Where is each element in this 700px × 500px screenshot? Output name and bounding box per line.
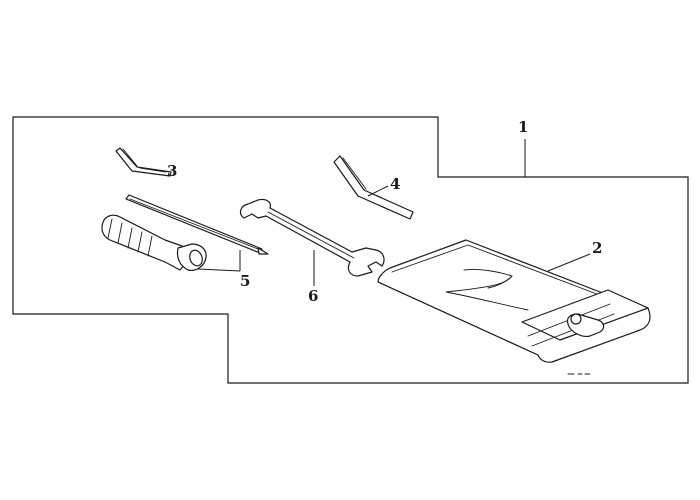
callout-5: 5 (240, 272, 250, 290)
large-hex-key (333, 155, 414, 220)
leader-line-5 (197, 250, 241, 272)
callout-3: 3 (167, 162, 177, 180)
callout-1: 1 (518, 118, 528, 136)
leader-line-2 (547, 253, 591, 272)
callout-4: 4 (390, 175, 400, 193)
small-hex-key (115, 147, 172, 177)
tool-bag (377, 239, 651, 375)
callout-2: 2 (592, 239, 602, 257)
wrench (239, 198, 385, 277)
callout-6: 6 (308, 287, 318, 305)
screwdriver-blade (125, 194, 269, 255)
screwdriver-handle (101, 214, 207, 271)
leader-line-4 (367, 185, 389, 197)
kit-boundary (12, 116, 689, 384)
leader-line-3 (139, 167, 167, 173)
